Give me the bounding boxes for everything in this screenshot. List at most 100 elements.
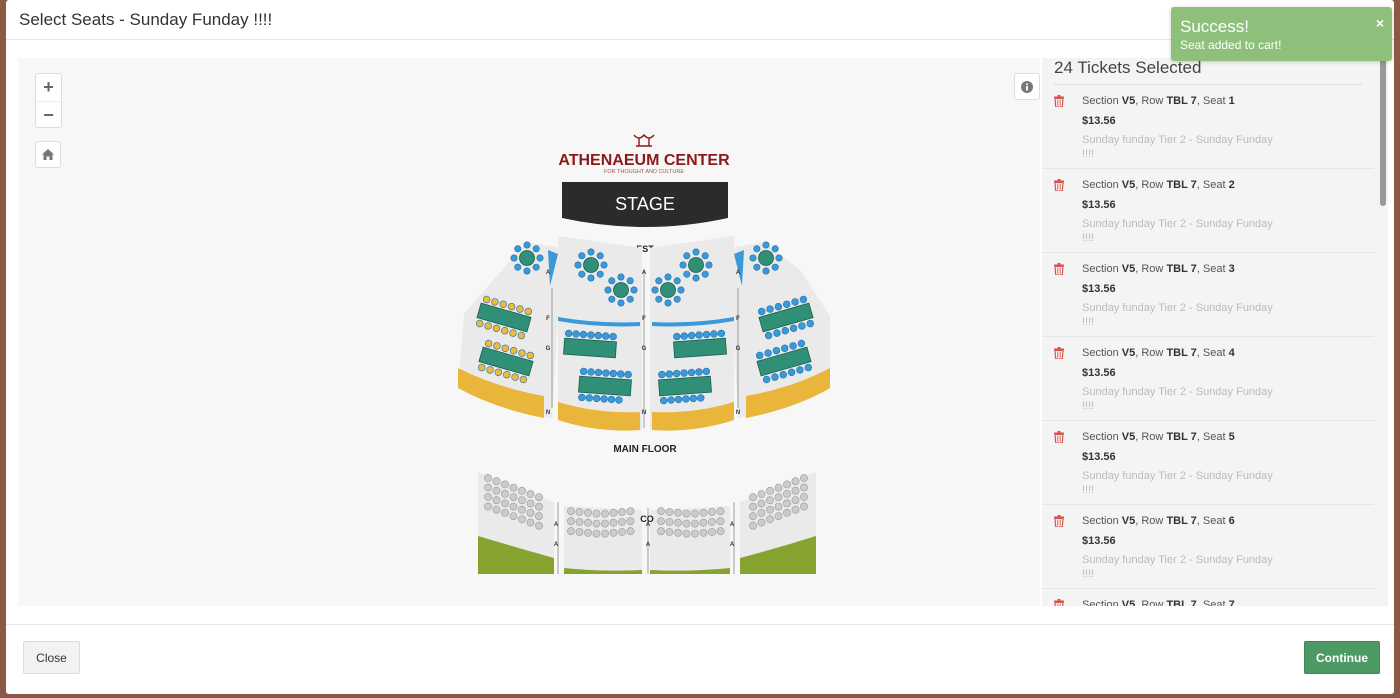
seat[interactable] <box>594 331 603 340</box>
seat[interactable] <box>578 252 586 260</box>
seat[interactable] <box>673 332 681 341</box>
seat[interactable] <box>510 254 518 262</box>
seat[interactable] <box>478 363 486 372</box>
seat[interactable] <box>701 270 709 278</box>
seat[interactable] <box>658 370 666 379</box>
seat[interactable] <box>665 370 673 378</box>
scrollbar[interactable] <box>1380 58 1386 206</box>
seat[interactable] <box>609 332 617 341</box>
seat[interactable] <box>578 270 586 278</box>
seat[interactable] <box>655 295 663 303</box>
seat[interactable] <box>772 346 781 355</box>
trash-icon[interactable] <box>1054 431 1064 443</box>
trash-icon[interactable] <box>1054 599 1064 606</box>
seat[interactable] <box>514 263 522 271</box>
seat[interactable] <box>617 273 625 281</box>
seat[interactable] <box>695 331 703 339</box>
seat[interactable] <box>600 261 608 269</box>
seat[interactable] <box>600 395 608 403</box>
seat[interactable] <box>789 342 797 350</box>
seat[interactable] <box>608 295 616 303</box>
seat[interactable] <box>536 254 544 262</box>
trash-icon[interactable] <box>1054 263 1064 275</box>
seat[interactable] <box>604 286 612 294</box>
seat[interactable] <box>572 330 580 338</box>
seat[interactable] <box>655 277 663 285</box>
seat[interactable] <box>579 367 588 376</box>
seat[interactable] <box>689 394 698 403</box>
seat[interactable] <box>493 342 501 350</box>
seat[interactable] <box>578 393 586 402</box>
seat[interactable] <box>679 261 687 269</box>
seat[interactable] <box>764 331 773 340</box>
seat[interactable] <box>673 295 681 303</box>
seat[interactable] <box>532 263 540 271</box>
seat[interactable] <box>503 371 511 379</box>
seat[interactable] <box>592 394 601 403</box>
trash-icon[interactable] <box>1054 347 1064 359</box>
seat[interactable] <box>680 369 688 377</box>
seat[interactable] <box>804 363 812 372</box>
seat[interactable] <box>501 327 509 335</box>
seat[interactable] <box>758 307 766 316</box>
seat[interactable] <box>683 252 691 260</box>
seat[interactable] <box>762 267 770 275</box>
seat[interactable] <box>594 368 603 377</box>
seat[interactable] <box>791 298 799 306</box>
seat[interactable] <box>771 373 779 381</box>
seat[interactable] <box>609 369 618 378</box>
seat[interactable] <box>482 295 491 304</box>
seat[interactable] <box>626 277 634 285</box>
seat[interactable] <box>651 286 659 294</box>
seat[interactable] <box>585 394 593 402</box>
seat[interactable] <box>673 277 681 285</box>
seat[interactable] <box>517 331 526 340</box>
seat[interactable] <box>787 368 796 377</box>
seat[interactable] <box>630 286 638 294</box>
seat[interactable] <box>624 370 632 379</box>
seat[interactable] <box>507 302 516 311</box>
seat[interactable] <box>516 305 524 313</box>
seat[interactable] <box>797 339 806 348</box>
seat[interactable] <box>501 344 509 352</box>
seat[interactable] <box>672 369 681 378</box>
seat[interactable] <box>607 395 616 404</box>
trash-icon[interactable] <box>1054 179 1064 191</box>
seat[interactable] <box>674 395 683 404</box>
seat[interactable] <box>492 324 501 333</box>
seat[interactable] <box>753 245 761 253</box>
seat[interactable] <box>781 327 789 335</box>
seat[interactable] <box>499 300 507 308</box>
seat[interactable] <box>702 330 711 339</box>
seat[interactable] <box>677 286 685 294</box>
seat[interactable] <box>626 295 634 303</box>
seat[interactable] <box>667 396 675 404</box>
seat[interactable] <box>692 248 700 256</box>
seat[interactable] <box>783 300 791 308</box>
seat[interactable] <box>587 274 595 282</box>
info-button[interactable] <box>1014 73 1040 100</box>
home-button[interactable] <box>35 141 61 168</box>
seat[interactable] <box>574 261 582 269</box>
seat[interactable] <box>587 331 595 339</box>
seat[interactable] <box>682 395 690 403</box>
seat[interactable] <box>587 248 595 256</box>
seat[interactable] <box>771 263 779 271</box>
seat[interactable] <box>762 375 771 384</box>
zoom-out-button[interactable]: − <box>36 101 61 128</box>
seat[interactable] <box>664 273 672 281</box>
close-icon[interactable]: × <box>1375 15 1384 31</box>
seat[interactable] <box>705 261 713 269</box>
seat[interactable] <box>753 263 761 271</box>
seat[interactable] <box>664 299 672 307</box>
seat[interactable] <box>484 339 493 348</box>
seat[interactable] <box>494 368 503 377</box>
seat[interactable] <box>617 370 625 378</box>
seat[interactable] <box>491 298 499 306</box>
seat[interactable] <box>524 307 532 316</box>
seat[interactable] <box>596 252 604 260</box>
seat[interactable] <box>602 332 610 340</box>
seat[interactable] <box>511 373 519 381</box>
seat[interactable] <box>476 319 484 328</box>
